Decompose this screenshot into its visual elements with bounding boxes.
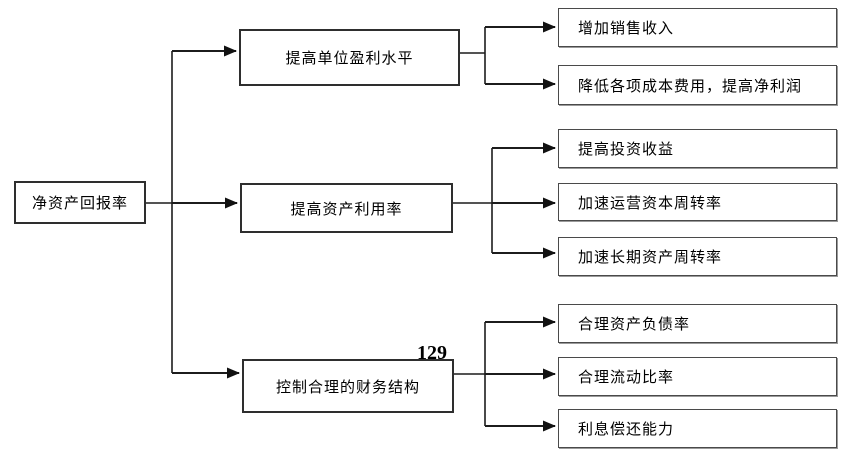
node-investment-return: 提高投资收益	[558, 129, 837, 168]
node-unit-profit-level: 提高单位盈利水平	[239, 29, 460, 86]
node-asset-utilization: 提高资产利用率	[240, 183, 453, 233]
node-interest-coverage: 利息偿还能力	[558, 409, 837, 448]
node-debt-ratio: 合理资产负债率	[558, 304, 837, 343]
node-longterm-asset-turnover: 加速长期资产周转率	[558, 237, 837, 276]
node-sales-revenue: 增加销售收入	[558, 8, 837, 47]
node-current-ratio: 合理流动比率	[558, 357, 837, 396]
node-cost-reduction: 降低各项成本费用，提高净利润	[558, 65, 837, 105]
node-financial-structure: 控制合理的财务结构	[242, 359, 454, 413]
node-roe-root: 净资产回报率	[14, 181, 146, 224]
page-number: 129	[417, 342, 447, 364]
node-working-capital-turnover: 加速运营资本周转率	[558, 183, 837, 221]
